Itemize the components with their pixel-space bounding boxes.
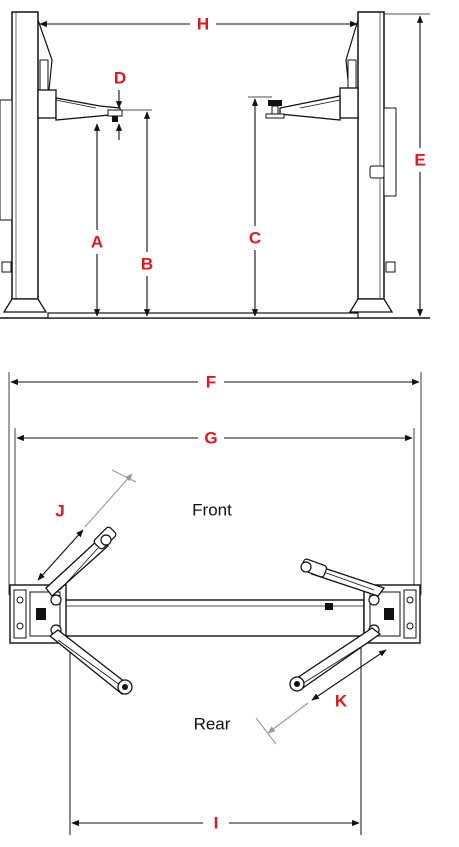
label-K: K: [335, 692, 348, 711]
label-A: A: [91, 233, 103, 252]
right-rear-arm: [289, 627, 382, 692]
right-front-arm: [300, 558, 386, 597]
label-H: H: [197, 15, 209, 34]
dim-line-J: [37, 529, 84, 581]
front-elevation-view: H E A B C D: [0, 11, 430, 319]
left-lift-arm: [37, 89, 123, 122]
label-rear: Rear: [194, 715, 231, 734]
label-C: C: [249, 229, 261, 248]
left-rear-arm: [48, 629, 133, 695]
top-plan-view: F G I J K Front Rear: [8, 372, 422, 835]
left-post-base: [9, 584, 67, 644]
label-front: Front: [192, 501, 232, 520]
dim-line-K: [311, 649, 387, 701]
right-lift-arm: [265, 87, 359, 121]
dim-line-J-grey: [84, 473, 133, 528]
floor-plate: [47, 312, 359, 319]
right-column: [345, 11, 397, 313]
label-E: E: [414, 151, 425, 170]
label-D: D: [114, 69, 126, 88]
label-B: B: [141, 255, 153, 274]
left-front-arm: [45, 526, 117, 597]
dim-line-K-grey: [267, 702, 309, 734]
left-column: [0, 11, 53, 313]
cross-beam: [63, 599, 365, 637]
label-J: J: [55, 502, 64, 521]
label-I: I: [214, 814, 219, 833]
right-post-base: [363, 584, 421, 644]
label-G: G: [204, 429, 217, 448]
label-F: F: [206, 373, 216, 392]
